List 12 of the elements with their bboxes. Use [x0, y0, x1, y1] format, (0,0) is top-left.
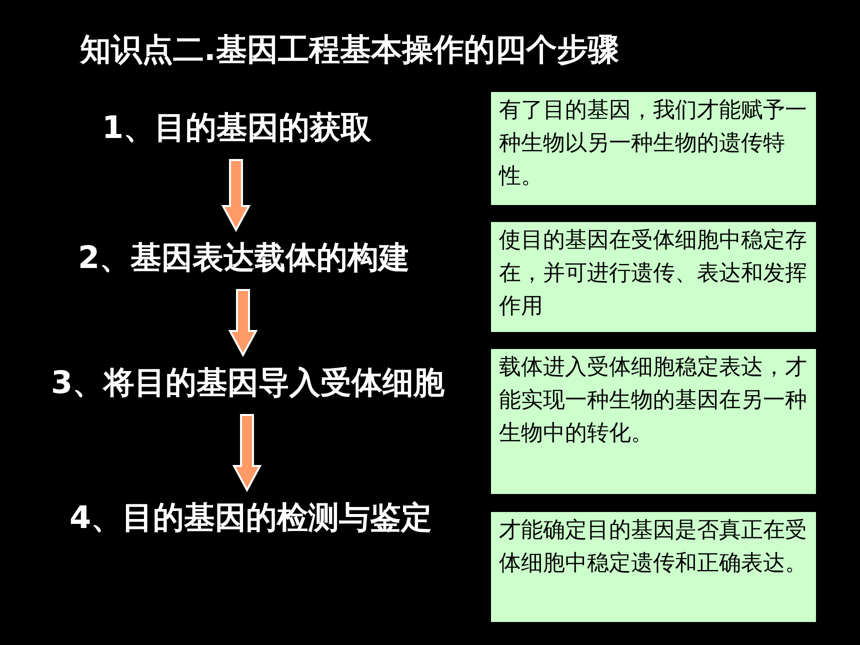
step-label: 4、目的基因的检测与鉴定 [70, 498, 432, 538]
title: 知识点二.基因工程基本操作的四个步骤 [80, 31, 619, 70]
step-label: 1、目的基因的获取 [102, 108, 372, 148]
down-arrow [228, 289, 258, 358]
note-box: 使目的基因在受体细胞中稳定存在，并可进行遗传、表达和发挥作用 [491, 222, 816, 332]
note-box: 才能确定目的基因是否真正在受体细胞中稳定遗传和正确表达。 [491, 512, 816, 622]
down-arrow [221, 159, 251, 232]
down-arrow [232, 414, 262, 492]
note-box: 载体进入受体细胞稳定表达，才能实现一种生物的基因在另一种生物中的转化。 [491, 349, 816, 494]
note-box: 有了目的基因，我们才能赋予一种生物以另一种生物的遗传特性。 [491, 92, 816, 205]
step-label: 3、将目的基因导入受体细胞 [51, 363, 445, 403]
step-label: 2、基因表达载体的构建 [78, 238, 410, 278]
